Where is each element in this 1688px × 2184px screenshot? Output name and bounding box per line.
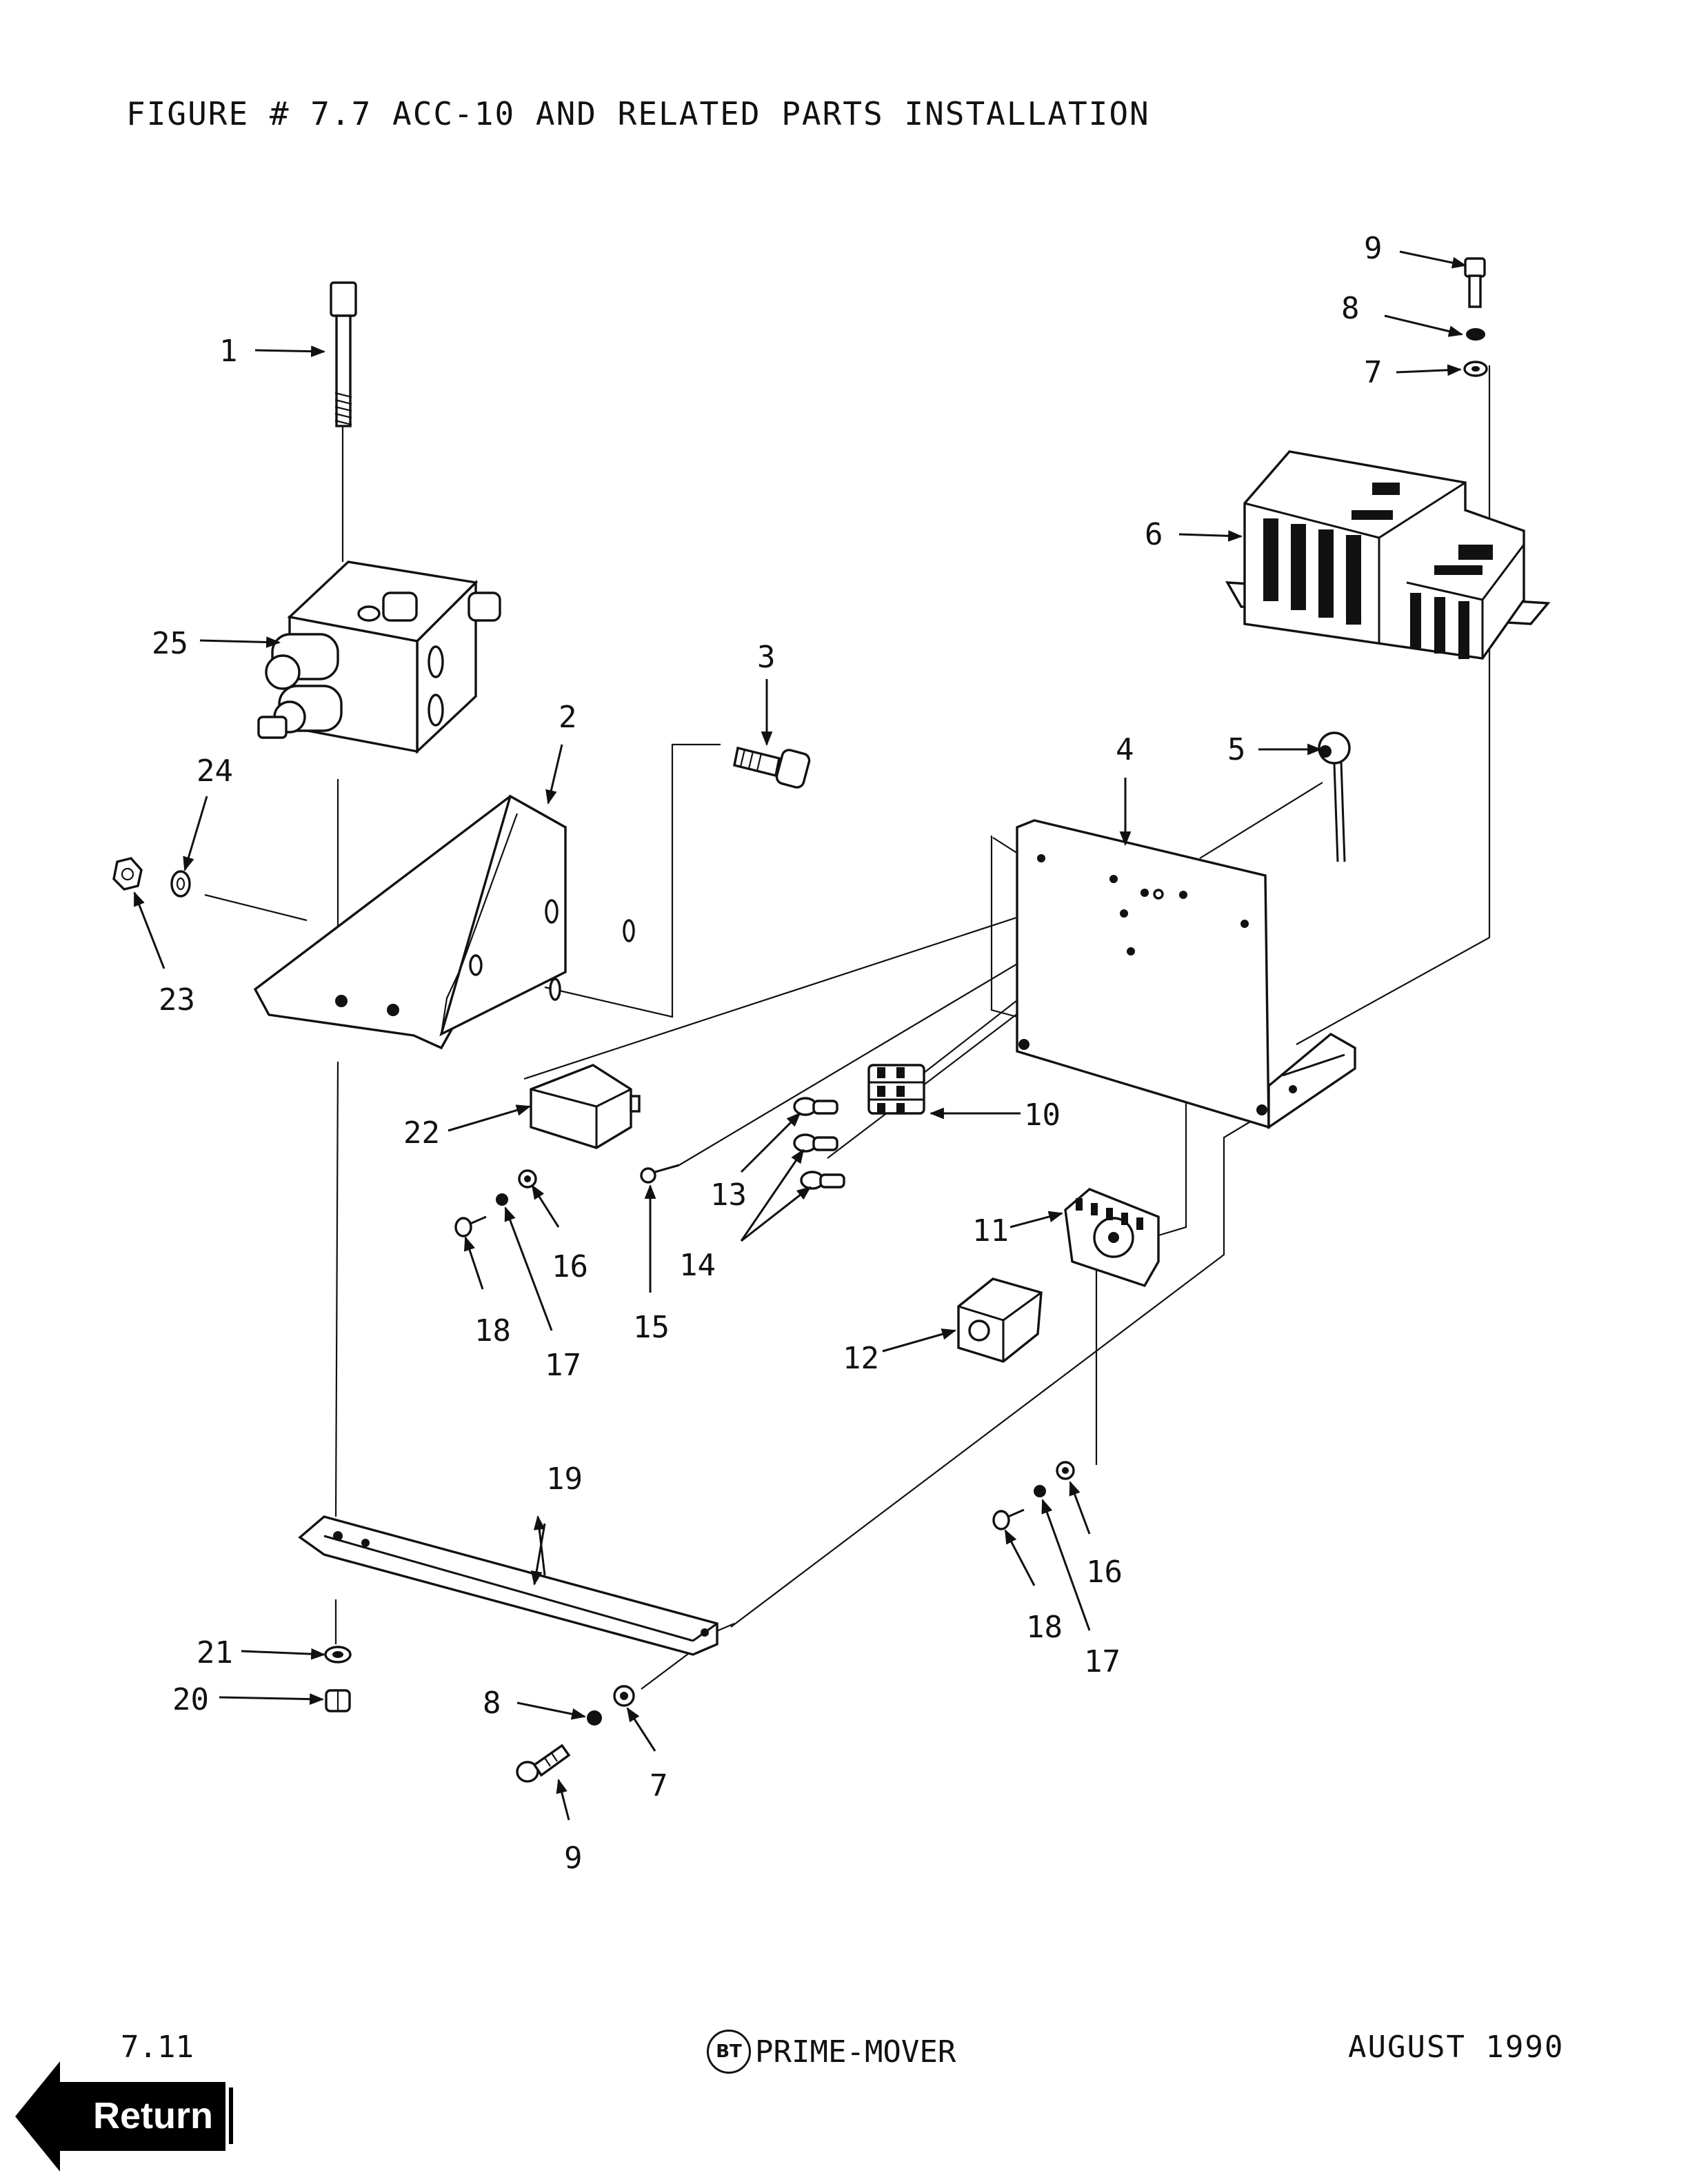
callout-25: 25	[152, 626, 188, 661]
part-8-lockwasher-top	[1466, 328, 1485, 341]
part-24-washer	[170, 870, 191, 898]
leader-arrows	[133, 250, 1467, 1821]
part-17-lockwasher-right	[1034, 1485, 1046, 1497]
left-arrow-icon	[15, 2061, 233, 2172]
part-11-socket	[1064, 1188, 1160, 1288]
page-number: 7.11	[121, 2030, 194, 2065]
callout-labels: 1 2 3 4 5 6 7 8 9 10 11 12 13 14 15 16 1…	[152, 231, 1383, 1876]
part-4-mounting-panel	[1016, 819, 1356, 1130]
callout-9-bottom: 9	[564, 1841, 583, 1876]
callout-17-left: 17	[545, 1348, 581, 1383]
callout-14: 14	[679, 1248, 716, 1283]
callout-10: 10	[1024, 1098, 1061, 1133]
part-18-screw-right	[992, 1508, 1025, 1530]
footer-brand: BT PRIME-MOVER	[707, 2030, 956, 2074]
hole-outline	[623, 919, 635, 942]
part-16-washer-right	[1056, 1461, 1075, 1480]
brand-name: PRIME-MOVER	[755, 2034, 956, 2070]
callout-8-top: 8	[1341, 291, 1360, 326]
part-16-washer-left	[518, 1169, 537, 1189]
part-7-washer-bottom	[613, 1685, 635, 1707]
part-17-lockwasher-left	[496, 1193, 508, 1206]
part-12-relay	[957, 1277, 1043, 1363]
part-14-screw-b	[800, 1171, 845, 1190]
part-19-bar	[298, 1515, 719, 1656]
part-21-washer	[324, 1646, 352, 1664]
part-8-lockwasher-bottom	[587, 1710, 602, 1726]
callout-13: 13	[710, 1177, 747, 1213]
callout-12: 12	[843, 1341, 879, 1376]
part-2-bracket	[253, 794, 567, 1050]
footer-date: AUGUST 1990	[1348, 2030, 1565, 2065]
callout-4: 4	[1116, 732, 1134, 767]
part-1-long-bolt	[330, 281, 357, 427]
callout-23: 23	[159, 982, 195, 1018]
callout-2: 2	[559, 700, 577, 735]
part-20-nut	[325, 1689, 351, 1712]
bt-logo-icon: BT	[707, 2030, 751, 2074]
part-25-valve-block	[257, 560, 501, 754]
callout-1: 1	[219, 334, 238, 369]
hole-outline	[549, 978, 561, 1001]
callout-9-top: 9	[1364, 231, 1383, 266]
callout-17-right: 17	[1084, 1644, 1121, 1679]
return-button[interactable]: Return	[15, 2061, 236, 2172]
part-9-bolt-top	[1464, 257, 1486, 308]
callout-21: 21	[197, 1635, 233, 1670]
part-15-screw	[640, 1164, 680, 1184]
callout-22: 22	[403, 1115, 440, 1151]
figure-title: FIGURE # 7.7 ACC-10 AND RELATED PARTS IN…	[126, 95, 1150, 132]
callout-16-left: 16	[552, 1249, 588, 1284]
callout-7-top: 7	[1364, 355, 1383, 390]
part-22-relay	[530, 1064, 641, 1149]
part-10-terminal-strip	[867, 1064, 925, 1115]
part-18-screw-left	[454, 1215, 487, 1237]
part-23-nut	[112, 857, 143, 891]
callout-3: 3	[757, 640, 776, 675]
part-3-bolt	[733, 746, 811, 789]
callout-7-bottom: 7	[650, 1768, 668, 1803]
callout-8-bottom: 8	[483, 1686, 501, 1721]
part-7-washer-top	[1463, 361, 1488, 377]
part-5-potentiometer	[1318, 731, 1351, 862]
callout-20: 20	[172, 1682, 209, 1717]
callout-11: 11	[972, 1213, 1009, 1248]
callout-19: 19	[546, 1462, 583, 1497]
callout-24: 24	[197, 754, 233, 789]
part-6-controller	[1225, 450, 1551, 660]
part-14-screw-a	[793, 1133, 838, 1153]
part-9-bolt-bottom	[516, 1743, 571, 1783]
part-13-screw	[793, 1097, 838, 1116]
callout-16-right: 16	[1086, 1555, 1123, 1590]
callout-18-left: 18	[474, 1313, 511, 1348]
callout-18-right: 18	[1026, 1610, 1063, 1645]
callout-15: 15	[633, 1310, 670, 1345]
callout-6: 6	[1145, 517, 1163, 552]
callout-5: 5	[1227, 732, 1246, 767]
